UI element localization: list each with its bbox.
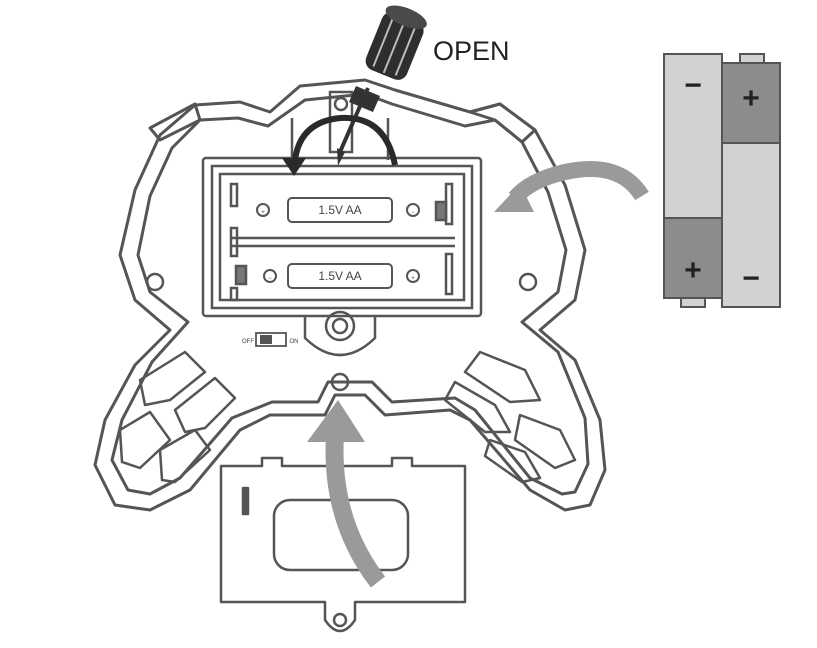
svg-text:−: − <box>268 276 272 282</box>
battery-slot-top: + 1.5V AA − <box>256 197 420 223</box>
svg-text:+: + <box>411 276 415 282</box>
switch-on-label: ON <box>290 339 299 345</box>
battery-right-plus: + <box>742 82 760 115</box>
cover-screw-boss <box>303 310 377 357</box>
svg-text:+: + <box>261 210 265 216</box>
screwdriver-icon <box>337 5 427 166</box>
rotate-arrow-icon <box>282 114 398 176</box>
battery-bottom-label: 1.5V AA <box>318 269 361 283</box>
battery-right: + − <box>721 53 781 308</box>
open-label: OPEN <box>433 36 510 66</box>
side-screw-holes <box>145 272 538 392</box>
switch-off-label: OFF <box>242 339 254 345</box>
battery-top-label: 1.5V AA <box>318 203 361 217</box>
controller-body <box>93 78 607 512</box>
battery-left-plus: + <box>684 254 702 287</box>
battery-cover <box>219 456 467 633</box>
battery-right-minus: − <box>742 262 760 295</box>
insert-battery-arrow-icon <box>494 161 649 212</box>
battery-slot-bottom: − 1.5V AA + <box>263 263 420 289</box>
left-grip-cutouts <box>118 350 237 484</box>
battery-left: − + <box>663 53 723 308</box>
power-switch: OFF ON <box>242 332 299 347</box>
battery-compartment <box>201 156 483 318</box>
svg-text:−: − <box>411 210 415 216</box>
right-grip-cutouts <box>443 350 577 484</box>
battery-left-minus: − <box>684 69 702 102</box>
insert-cover-arrow-icon <box>307 400 386 588</box>
